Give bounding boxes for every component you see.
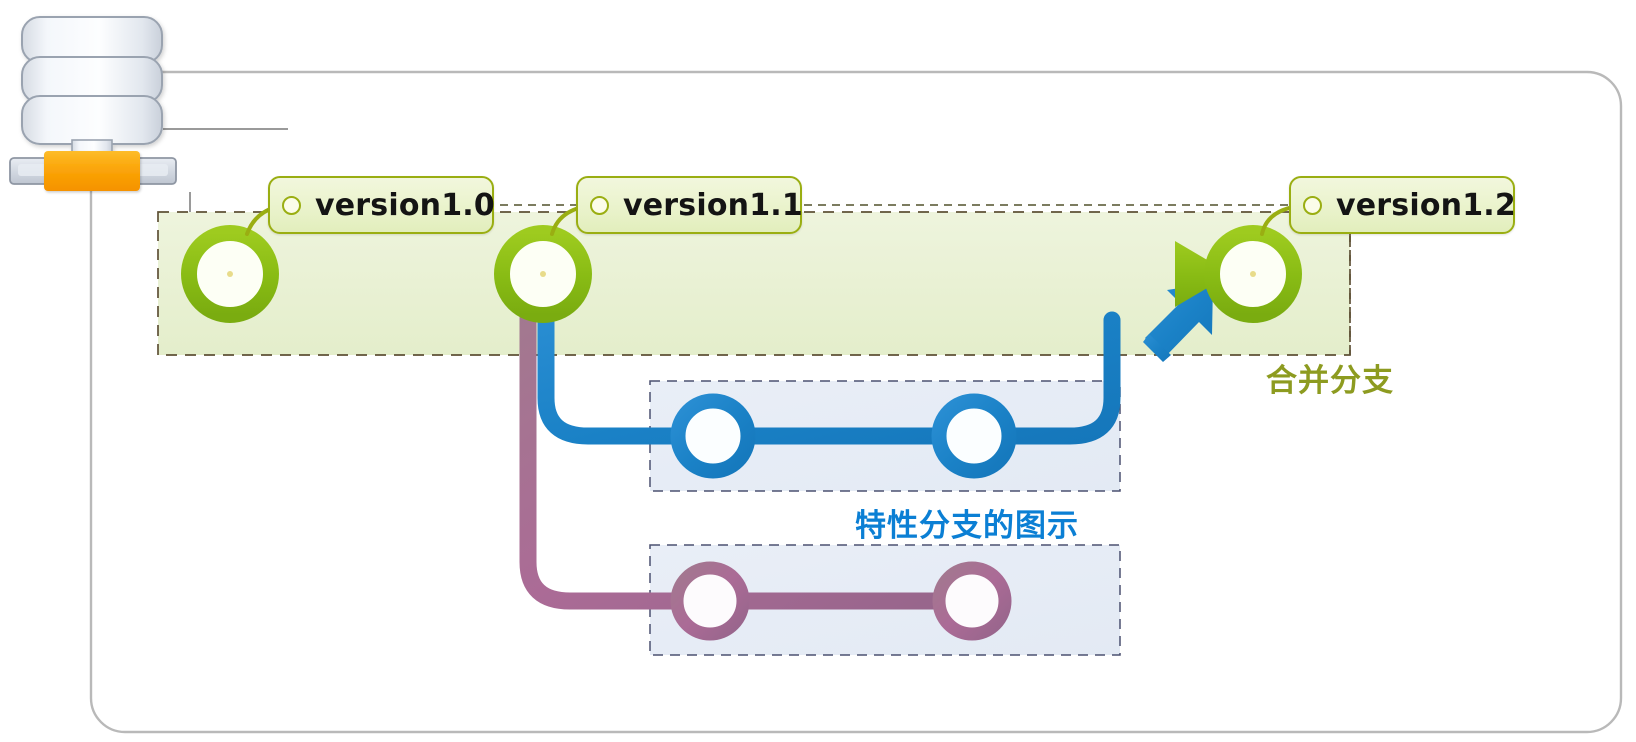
trunk-arrowhead (1175, 241, 1231, 307)
version-label-dot-icon (1303, 195, 1322, 215)
blue-branch-path (537, 283, 1213, 445)
feature-branch-caption: 特性分支的图示 (855, 508, 1079, 544)
version-label-1-2[interactable]: version1.2 (1289, 176, 1516, 234)
purple-commit-node-2[interactable] (932, 561, 1012, 641)
repo-active-indicator (44, 151, 140, 191)
database-stack-icon (21, 16, 163, 161)
trunk-commit-node-2[interactable] (494, 225, 592, 323)
merge-arrowhead-blue (1145, 283, 1213, 357)
purple-commit-node-1[interactable] (670, 561, 750, 641)
version-label-text: version1.2 (1336, 187, 1516, 223)
trunk-commit-node-1[interactable] (181, 225, 279, 323)
trunk-main-line (230, 241, 1231, 307)
blue-commit-node-2[interactable] (931, 393, 1017, 479)
version-label-dot-icon (590, 195, 609, 215)
merge-branch-caption: 合并分支 (1266, 363, 1394, 399)
purple-branch-path (519, 291, 984, 610)
version-label-1-0[interactable]: version1.0 (268, 176, 495, 234)
blue-commit-node-1[interactable] (670, 393, 756, 479)
trunk-commit-node-3[interactable] (1204, 225, 1302, 323)
version-label-1-1[interactable]: version1.1 (576, 176, 803, 234)
version-label-dot-icon (282, 195, 301, 215)
version-label-text: version1.1 (623, 187, 803, 223)
version-label-text: version1.0 (315, 187, 495, 223)
outer-container-frame (89, 70, 1623, 734)
